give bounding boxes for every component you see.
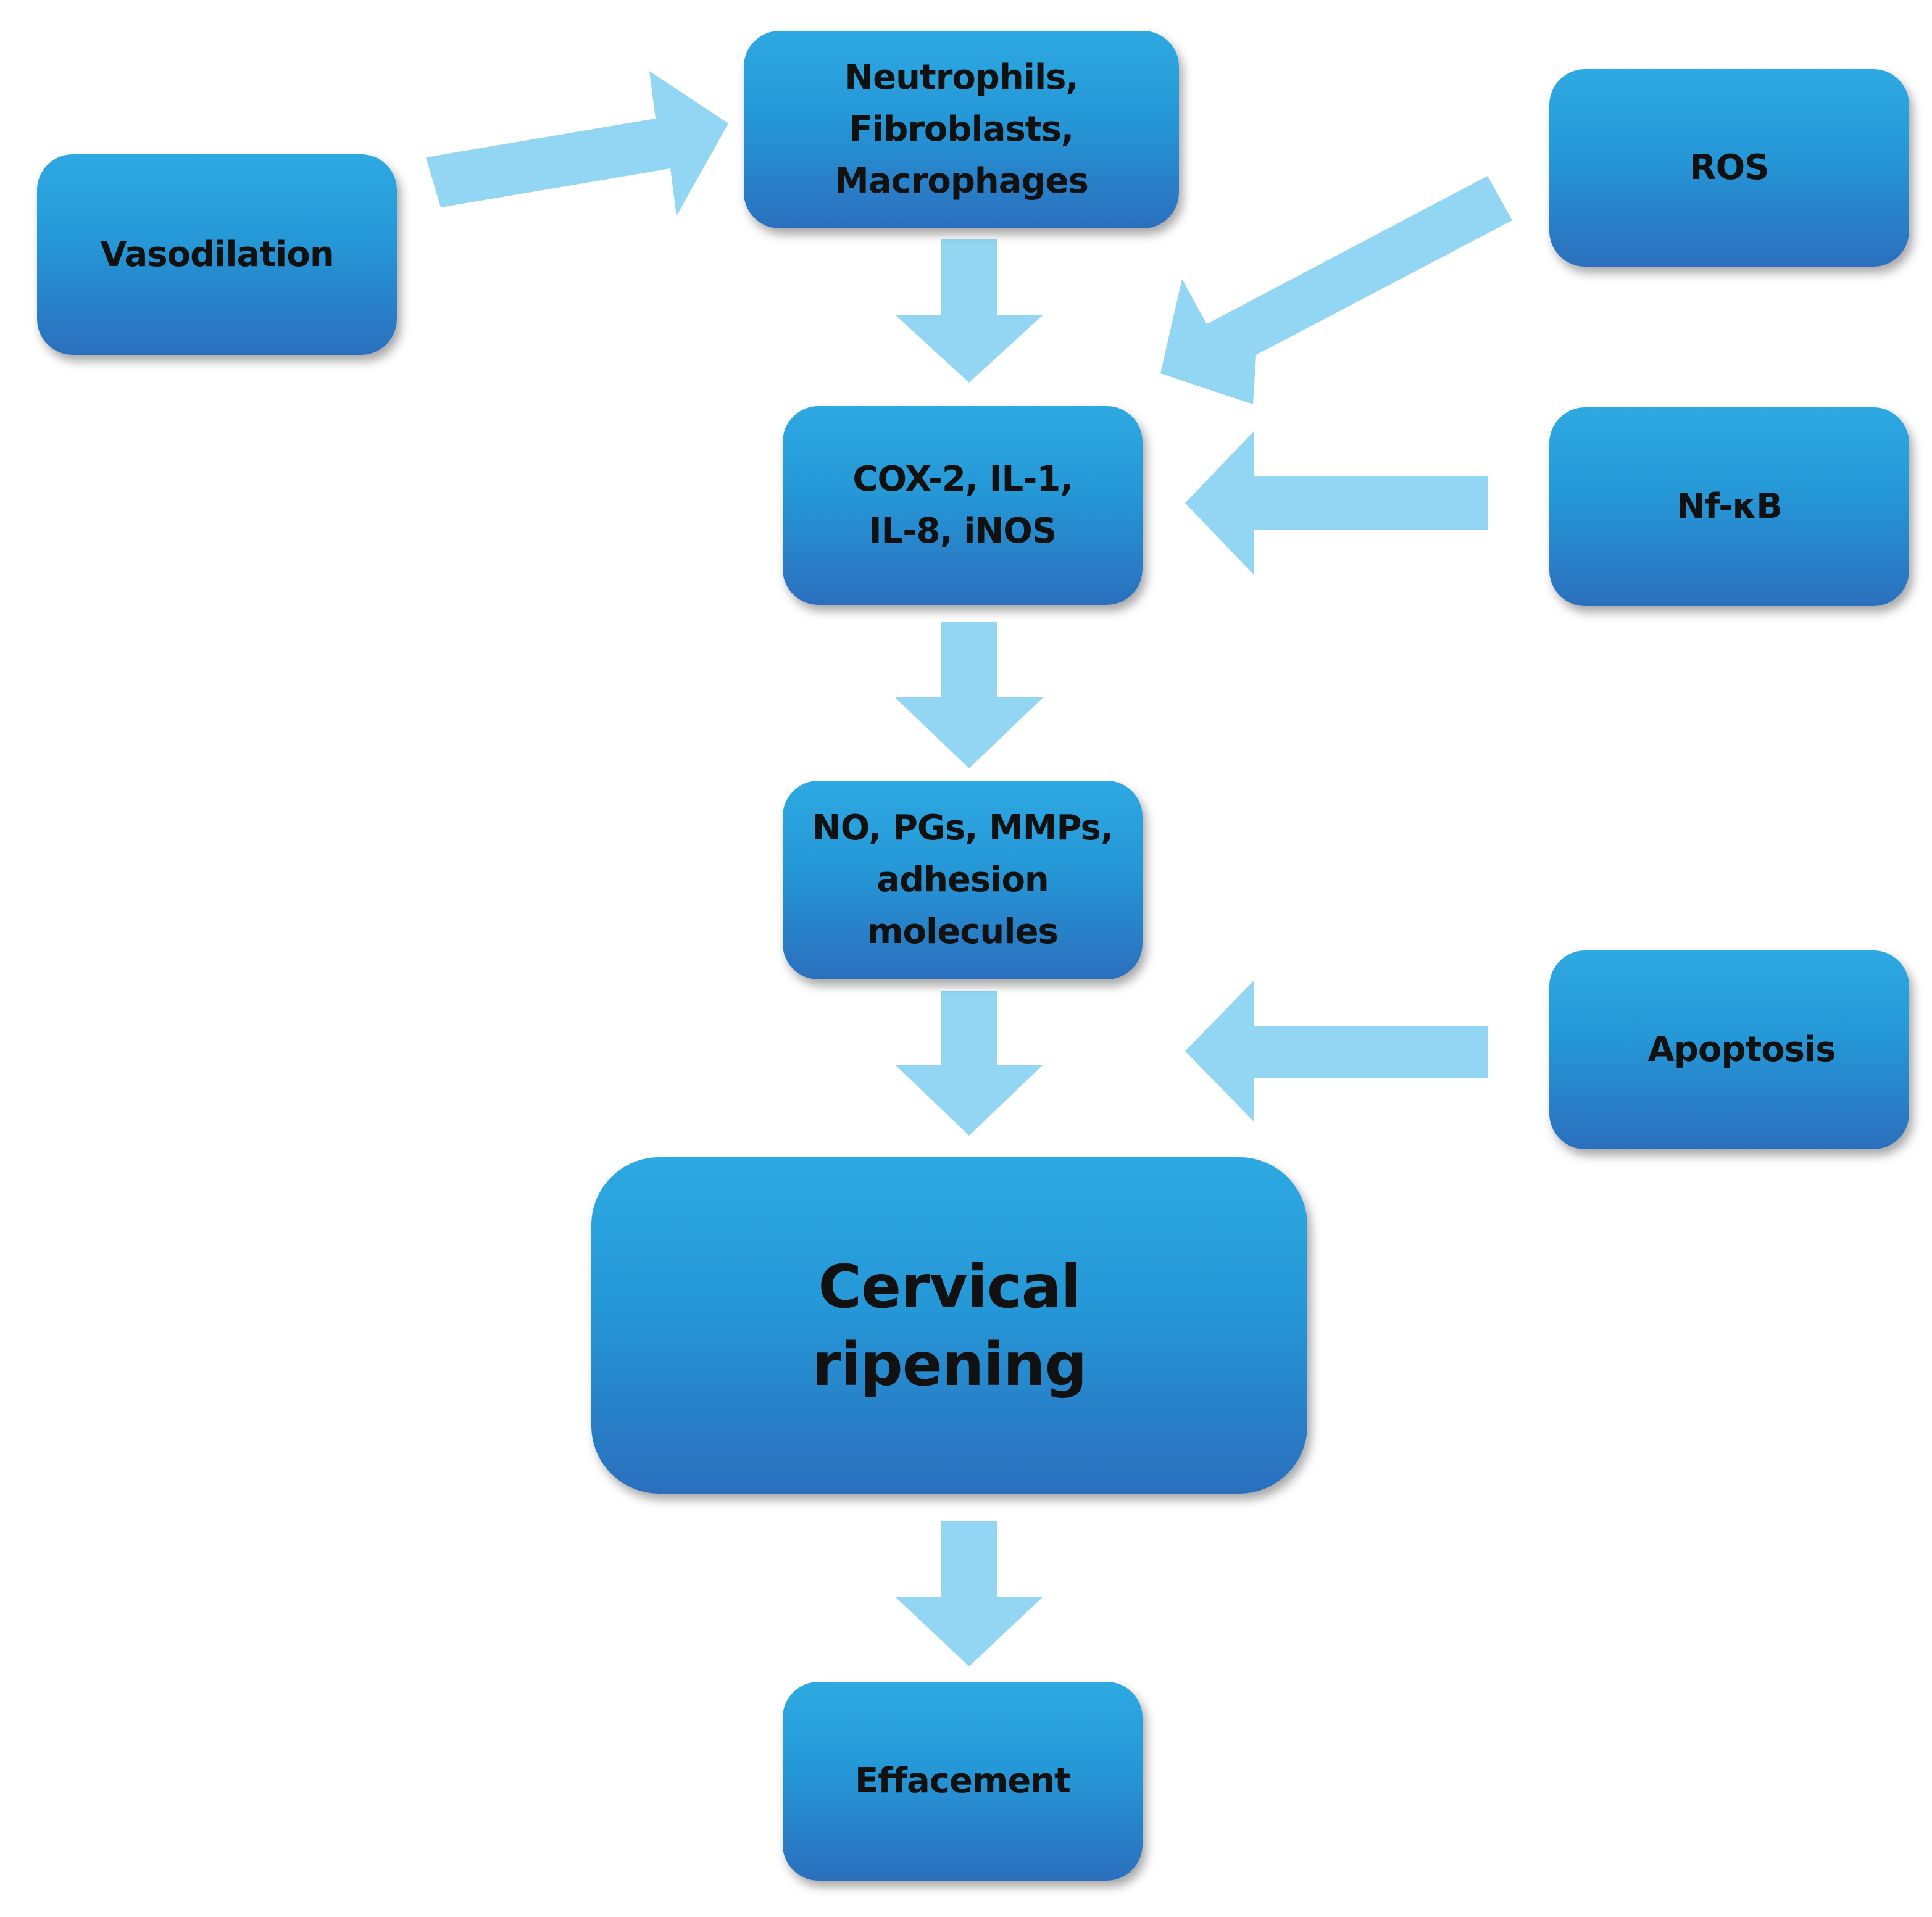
node-cells-line-1: Neutrophils, xyxy=(844,57,1079,98)
arrow-nfkb-to-mediators xyxy=(1185,431,1488,575)
node-products-line-3: molecules xyxy=(867,912,1059,952)
arrow-vasodilation-to-cells xyxy=(426,71,728,216)
node-products-line-1: NO, PGs, MMPs, xyxy=(812,808,1114,848)
node-ros: ROS xyxy=(1549,69,1909,267)
node-nfkb-label: Nf-κB xyxy=(1676,486,1783,526)
node-ripening-line-2: ripening xyxy=(812,1329,1087,1399)
node-effacement-label: Effacement xyxy=(855,1761,1071,1801)
node-effacement: Effacement xyxy=(783,1682,1143,1881)
node-products: NO, PGs, MMPs, adhesion molecules xyxy=(783,781,1143,979)
node-cells-line-3: Macrophages xyxy=(835,161,1089,201)
node-cells: Neutrophils, Fibroblasts, Macrophages xyxy=(744,31,1179,228)
node-apoptosis-label: Apoptosis xyxy=(1647,1029,1836,1070)
arrow-apoptosis-to-ripening xyxy=(1185,980,1488,1122)
arrow-ripening-to-effacement xyxy=(895,1521,1043,1666)
arrow-cells-to-mediators xyxy=(895,239,1043,383)
arrow-products-to-ripening xyxy=(895,991,1043,1136)
node-apoptosis: Apoptosis xyxy=(1549,950,1909,1149)
node-vasodilation: Vasodilation xyxy=(37,154,397,355)
node-cells-line-2: Fibroblasts, xyxy=(849,109,1074,149)
node-ros-label: ROS xyxy=(1689,148,1769,188)
node-products-line-2: adhesion xyxy=(876,860,1049,900)
arrow-ros-to-mediators xyxy=(1160,176,1512,404)
node-ripening-line-1: Cervical xyxy=(818,1252,1081,1321)
node-mediators-line-2: IL-8, iNOS xyxy=(868,511,1057,551)
node-nfkb: Nf-κB xyxy=(1549,407,1909,606)
node-cervical-ripening: Cervical ripening xyxy=(591,1157,1307,1494)
node-vasodilation-label: Vasodilation xyxy=(100,234,334,275)
node-mediators: COX-2, IL-1, IL-8, iNOS xyxy=(783,406,1143,605)
node-mediators-line-1: COX-2, IL-1, xyxy=(852,459,1073,499)
arrow-mediators-to-products xyxy=(895,622,1043,768)
